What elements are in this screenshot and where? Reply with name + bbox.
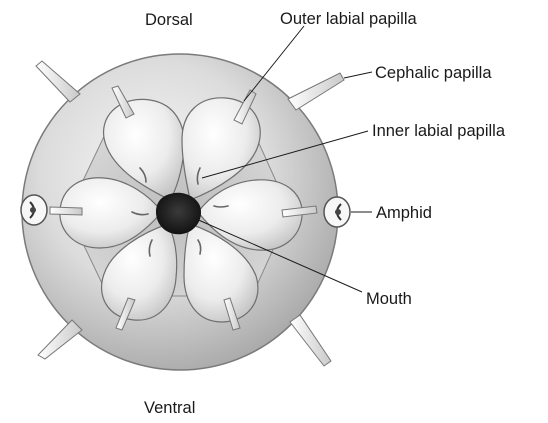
cephalic-papilla-lower-right [290, 315, 331, 366]
leader-cephalic-papilla [344, 72, 372, 78]
mouth-opening [156, 193, 201, 235]
cephalic-papilla-upper-right [288, 73, 344, 110]
label-cephalic-papilla: Cephalic papilla [375, 64, 492, 82]
label-outer-labial-papilla: Outer labial papilla [280, 10, 417, 28]
outer-labial-papilla-6 [50, 207, 82, 215]
label-dorsal: Dorsal [145, 11, 193, 29]
amphid-left [21, 195, 47, 225]
label-ventral: Ventral [144, 399, 195, 417]
cephalic-papilla-lower-left [38, 320, 82, 359]
amphid-right [324, 197, 350, 227]
label-amphid: Amphid [376, 204, 432, 222]
cephalic-papilla-upper-left [36, 61, 80, 102]
label-inner-labial-papilla: Inner labial papilla [372, 122, 506, 140]
label-mouth: Mouth [366, 290, 412, 308]
